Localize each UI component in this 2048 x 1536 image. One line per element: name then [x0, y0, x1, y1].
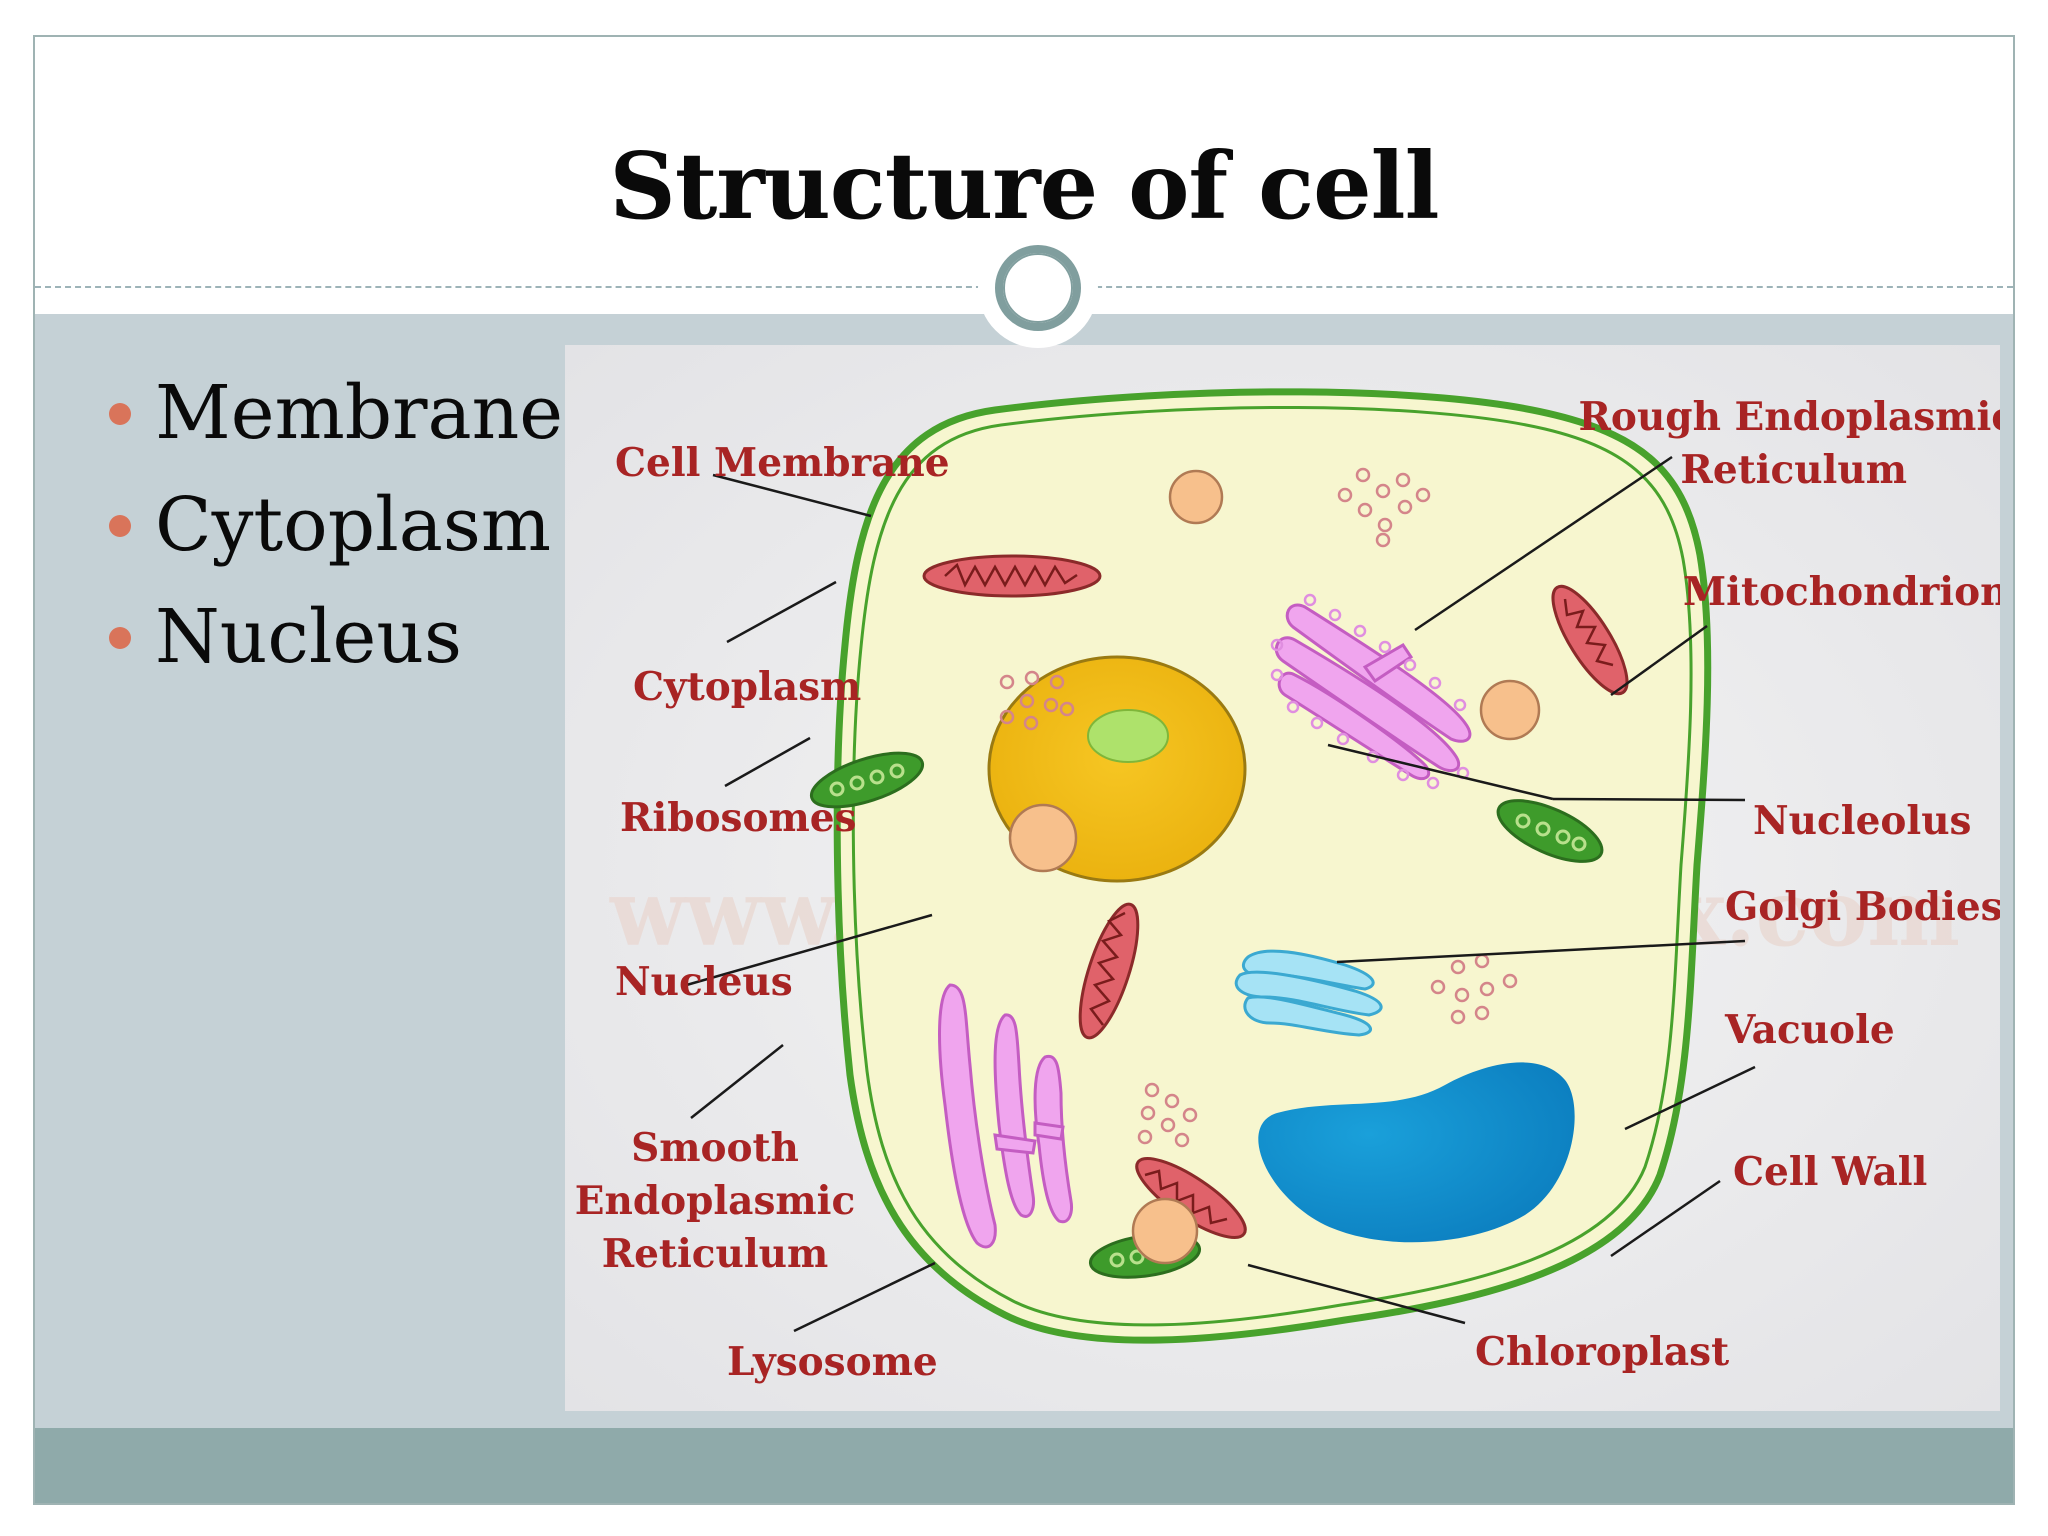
label-cytoplasm: Cytoplasm — [633, 664, 861, 710]
label-smooth-er-line2: Endoplasmic — [575, 1178, 856, 1224]
bullet-text: Nucleus — [155, 594, 462, 680]
label-nucleolus: Nucleolus — [1753, 798, 1972, 844]
ribosomes — [999, 467, 1518, 1148]
slide-title: Structure of cell — [609, 132, 1439, 240]
cell-diagram: www.SmartScienceTrix.com — [565, 345, 2000, 1411]
mitochondrion — [1078, 902, 1140, 1040]
label-mitochondrion: Mitochondrion — [1683, 569, 2000, 615]
rough-endoplasmic-reticulum — [1274, 603, 1472, 781]
lysosome — [1008, 469, 1541, 1265]
bullet-item: Membrane — [95, 357, 563, 469]
label-rough-er-line2: Reticulum — [1680, 447, 1907, 493]
vacuole — [1258, 1062, 1575, 1243]
label-chloroplast: Chloroplast — [1475, 1329, 1729, 1375]
slide: Structure of cell Membrane Cytoplasm Nuc… — [33, 35, 2015, 1505]
bullet-dot-icon — [109, 627, 131, 649]
bullet-dot-icon — [109, 515, 131, 537]
bullet-item: Cytoplasm — [95, 469, 563, 581]
label-golgi-bodies: Golgi Bodies — [1725, 884, 2000, 930]
nucleolus — [1087, 709, 1169, 763]
leader-lines — [682, 455, 1756, 1333]
label-smooth-er-line3: Reticulum — [602, 1231, 829, 1277]
label-cell-membrane: Cell Membrane — [615, 440, 950, 486]
bullet-dot-icon — [109, 403, 131, 425]
cell-membrane — [851, 406, 1693, 1327]
label-vacuole: Vacuole — [1724, 1007, 1895, 1053]
label-smooth-er-line1: Smooth — [631, 1125, 799, 1171]
chloroplast — [809, 751, 925, 809]
label-cell-wall: Cell Wall — [1733, 1149, 1927, 1195]
bullet-text: Membrane — [155, 370, 564, 456]
bullet-text: Cytoplasm — [155, 482, 552, 568]
label-lysosome: Lysosome — [727, 1339, 938, 1385]
bullet-item: Nucleus — [95, 581, 563, 693]
mitochondrion — [922, 554, 1102, 598]
divider-ring-inner — [1003, 253, 1073, 323]
bullet-list: Membrane Cytoplasm Nucleus — [95, 357, 563, 693]
mitochondrion — [1551, 584, 1629, 696]
chloroplast — [1496, 799, 1604, 863]
label-ribosomes: Ribosomes — [620, 795, 857, 841]
smooth-endoplasmic-reticulum — [938, 983, 1073, 1249]
golgi-bodies — [1234, 949, 1383, 1037]
label-rough-er-line1: Rough Endoplasmic — [1579, 394, 2000, 440]
footer-bar — [35, 1428, 2013, 1503]
rough-er-ribosomes — [1270, 593, 1470, 790]
label-nucleus: Nucleus — [615, 959, 793, 1005]
